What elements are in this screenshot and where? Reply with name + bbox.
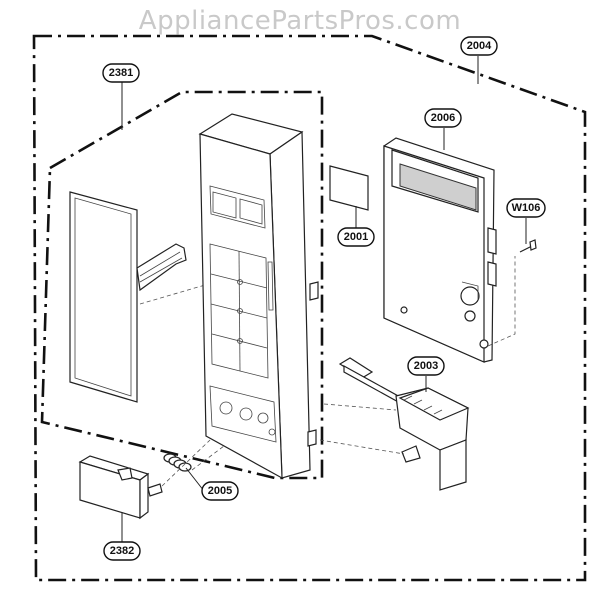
screw-w106 xyxy=(519,239,537,253)
assembly-boundary-2381 xyxy=(40,90,324,480)
label-2006: 2006 xyxy=(424,108,462,128)
svg-text:2381: 2381 xyxy=(109,67,133,79)
label-2001: 2001 xyxy=(337,227,375,247)
latch-lever-2003 xyxy=(319,357,470,491)
svg-text:2005: 2005 xyxy=(208,485,232,497)
label-2004: 2004 xyxy=(460,36,498,56)
svg-text:2001: 2001 xyxy=(344,231,368,243)
door-button-2382 xyxy=(78,439,211,520)
spring-2005 xyxy=(163,445,225,472)
label-2005: 2005 xyxy=(201,481,239,501)
label-w106: W106 xyxy=(506,198,546,218)
svg-text:2003: 2003 xyxy=(414,360,438,372)
control-panel-frame xyxy=(198,113,319,480)
label-2003: 2003 xyxy=(407,356,445,376)
pcb-board-2006 xyxy=(383,137,516,363)
svg-text:2004: 2004 xyxy=(467,40,492,52)
label-2382: 2382 xyxy=(103,541,141,561)
svg-text:2382: 2382 xyxy=(110,545,134,557)
watermark-text: AppliancePartsPros.com xyxy=(138,6,462,36)
label-2381: 2381 xyxy=(102,63,140,83)
svg-text:2006: 2006 xyxy=(431,112,455,124)
membrane-sheet xyxy=(69,191,206,403)
svg-text:W106: W106 xyxy=(512,202,541,214)
leader-2005 xyxy=(185,467,205,492)
part-2001 xyxy=(329,165,369,211)
assembly-boundary-2004 xyxy=(32,34,587,582)
